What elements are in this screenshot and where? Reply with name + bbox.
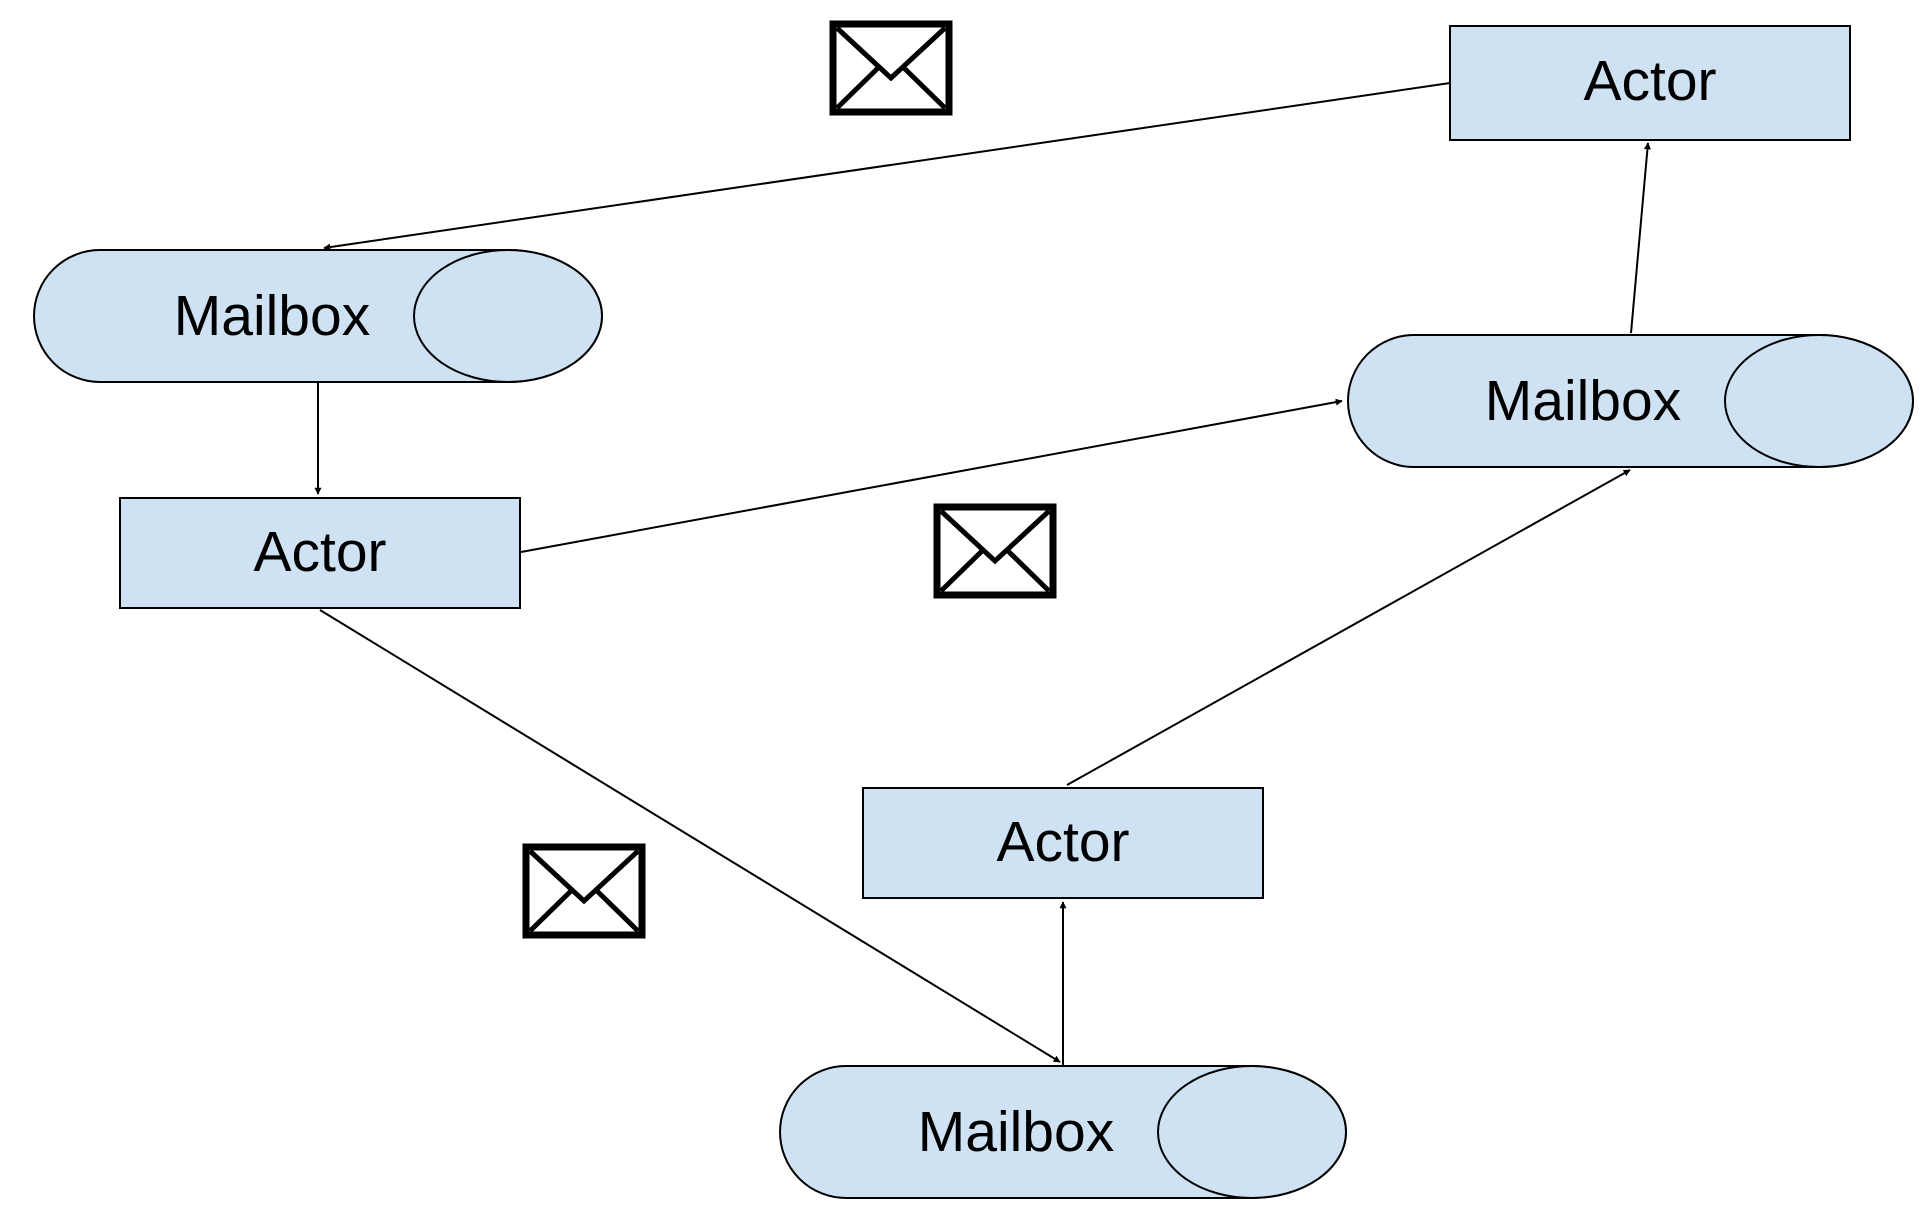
mailbox-node: Mailbox	[33, 249, 603, 383]
edge-mailbox-right-to-actor-top-right	[1630, 142, 1651, 334]
mailbox-label: Mailbox	[174, 284, 370, 348]
actor-box	[1449, 25, 1851, 141]
actor-node: Actor	[1449, 25, 1851, 141]
edge-actor-left-to-mailbox-right	[520, 398, 1343, 553]
actor-box	[119, 497, 521, 609]
mailbox-cylinder-end	[1724, 334, 1914, 468]
actor-label: Actor	[253, 520, 386, 584]
mailbox-cylinder-end	[413, 249, 603, 383]
envelope-icon	[522, 843, 646, 939]
edge-actor-bottom-to-mailbox-right	[1066, 469, 1631, 786]
envelope-icon	[829, 20, 953, 116]
edge-actor-left-to-mailbox-bottom	[319, 609, 1061, 1063]
mailbox-label: Mailbox	[918, 1100, 1114, 1164]
mailbox-node: Mailbox	[1347, 334, 1914, 468]
mailbox-cylinder-end	[1157, 1065, 1347, 1199]
actor-node: Actor	[862, 787, 1264, 899]
mailbox-label: Mailbox	[1485, 369, 1681, 433]
actor-label: Actor	[996, 810, 1129, 874]
actor-label: Actor	[1583, 49, 1716, 113]
actor-box	[862, 787, 1264, 899]
edge-actor-top-right-to-mailbox-left	[323, 82, 1451, 251]
mailbox-node: Mailbox	[779, 1065, 1347, 1199]
actor-node: Actor	[119, 497, 521, 609]
envelope-icon	[933, 503, 1057, 599]
edges	[314, 82, 1651, 1065]
